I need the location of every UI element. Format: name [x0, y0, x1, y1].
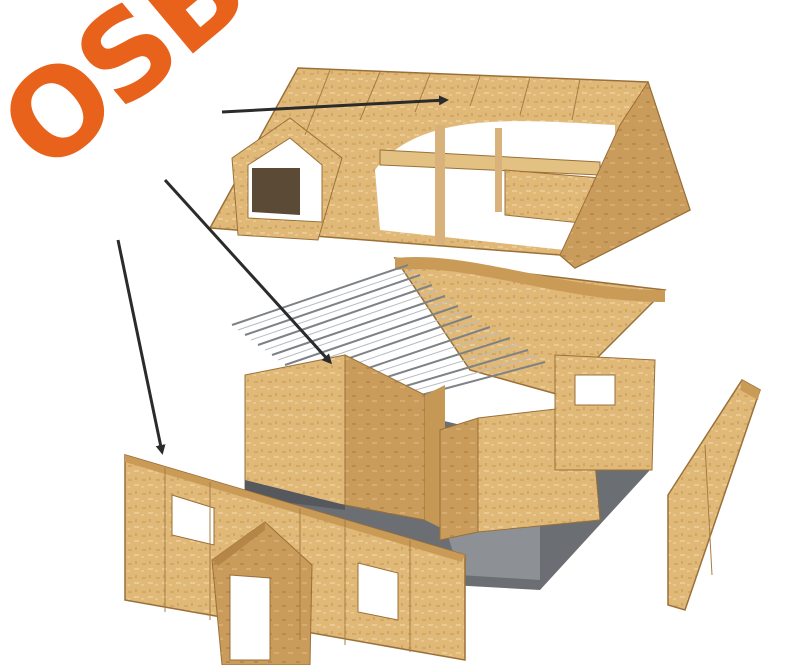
side-wall-panel [667, 379, 761, 611]
arrow-to-roof [221, 95, 449, 114]
pointer-arrows [116, 95, 449, 455]
arrow-to-front-wall [116, 239, 166, 455]
front-wall-panel [124, 453, 466, 665]
roof-section [208, 67, 691, 269]
arrow-to-interior-wall [163, 178, 333, 365]
